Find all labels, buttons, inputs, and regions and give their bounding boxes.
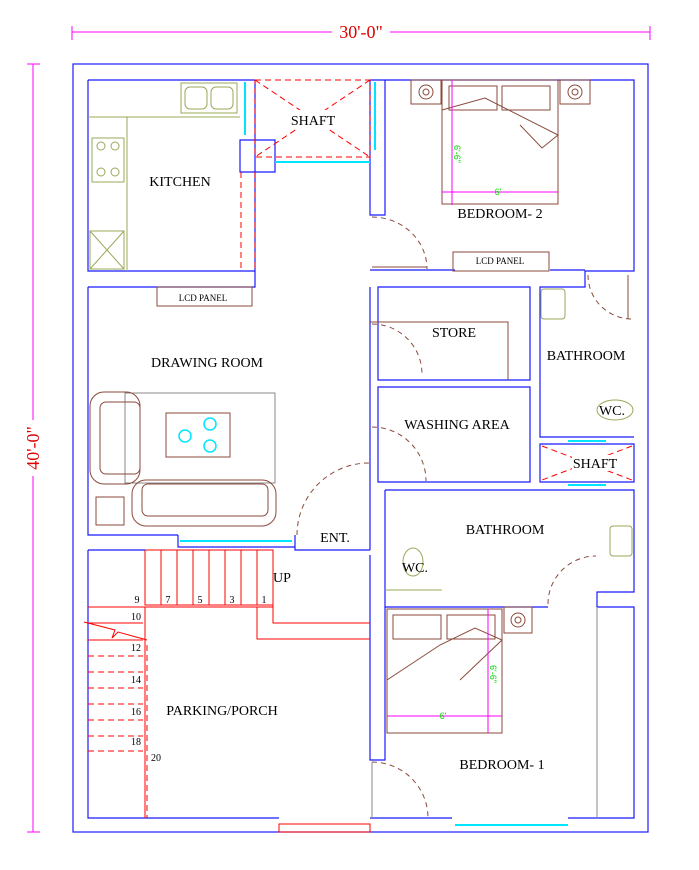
washbasin-icon xyxy=(609,525,633,557)
stair-number: 10 xyxy=(131,612,141,623)
door-entrance[interactable] xyxy=(296,462,370,536)
store-label: STORE xyxy=(432,326,476,341)
sofa-set xyxy=(89,391,277,527)
entrance-label: ENT. xyxy=(320,531,350,546)
drawing-room-label: DRAWING ROOM xyxy=(151,356,264,371)
stair-number: 5 xyxy=(198,595,203,606)
bed2-width-dim: 6' xyxy=(495,187,502,197)
door-store[interactable] xyxy=(371,323,423,375)
bedroom2-label: BEDROOM- 2 xyxy=(457,207,542,222)
stair-number: 7 xyxy=(166,595,171,606)
bedroom1-label: BEDROOM- 1 xyxy=(459,758,544,773)
kitchen-label: KITCHEN xyxy=(149,175,210,190)
stair-number: 16 xyxy=(131,707,141,718)
wc-lower-label: WC. xyxy=(402,561,428,576)
door-bedroom1[interactable] xyxy=(371,761,429,819)
kitchen-counter xyxy=(88,82,240,271)
shaft-mid-label: SHAFT xyxy=(573,457,618,472)
bathroom-right-label: BATHROOM xyxy=(547,349,626,364)
bed-2: 6'-6" 6' xyxy=(410,79,591,205)
stair-number: 18 xyxy=(131,737,141,748)
shaft-mid: SHAFT xyxy=(541,445,633,481)
bathroom-lower-label: BATHROOM xyxy=(466,523,545,538)
bed1-width-dim: 6' xyxy=(440,711,447,721)
stair-up-label: UP xyxy=(273,571,291,586)
width-dimension: 30'-0" xyxy=(71,20,651,42)
depth-dimension: 40'-0" xyxy=(22,63,44,833)
shaft-top-label: SHAFT xyxy=(291,114,336,129)
windows xyxy=(180,82,606,833)
door-bathroom-lower[interactable] xyxy=(547,555,597,605)
lcd-panel-drawing: LCD PANEL xyxy=(179,293,227,303)
width-dimension-label: 30'-0" xyxy=(339,22,383,42)
stove-icon xyxy=(91,137,125,183)
door-bathroom-right[interactable] xyxy=(587,274,633,320)
toilet-icon xyxy=(596,399,634,421)
stair-number: 14 xyxy=(131,675,141,686)
bed-1: 6'-6" 6' xyxy=(386,606,533,734)
stair-number: 1 xyxy=(262,595,267,606)
bed1-length-dim: 6'-6" xyxy=(488,665,498,683)
lcd-panel-bedroom2: LCD PANEL xyxy=(476,256,524,266)
shaft-top: SHAFT xyxy=(254,79,371,158)
washbasin-icon xyxy=(540,288,566,320)
toilet-icon xyxy=(402,547,424,577)
stair-number: 20 xyxy=(151,753,161,764)
stair-number: 3 xyxy=(230,595,235,606)
door-washing[interactable] xyxy=(371,426,427,482)
staircase xyxy=(83,549,370,818)
wc-right-label: WC. xyxy=(599,404,625,419)
parking-label: PARKING/PORCH xyxy=(166,704,278,719)
fridge-icon xyxy=(89,230,125,270)
stair-number: 12 xyxy=(131,643,141,654)
washing-area-label: WASHING AREA xyxy=(404,418,510,433)
bed2-length-dim: 6'-6" xyxy=(452,145,462,163)
depth-dimension-label: 40'-0" xyxy=(23,426,43,470)
stair-number: 9 xyxy=(135,595,140,606)
door-bedroom2[interactable] xyxy=(371,216,428,270)
